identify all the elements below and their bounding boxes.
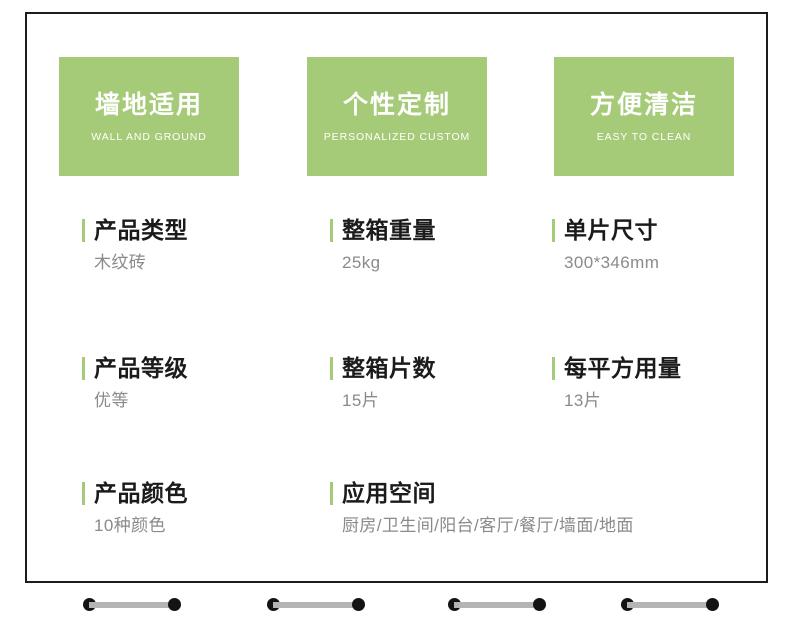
spec-heading: 单片尺寸	[552, 219, 659, 242]
spec-label: 整箱片数	[342, 355, 436, 381]
spec-item-application-space: 应用空间 厨房/卫生间/阳台/客厅/餐厅/墙面/地面	[330, 482, 634, 536]
spec-label: 应用空间	[342, 480, 436, 506]
spec-label: 整箱重量	[342, 217, 436, 243]
accent-bar-icon	[82, 357, 85, 380]
feature-title: 方便清洁	[589, 91, 698, 120]
spec-value: 15片	[342, 391, 380, 410]
dumbbell-bar-icon	[627, 602, 713, 608]
feature-title: 个性定制	[342, 91, 451, 120]
spec-heading: 产品类型	[82, 219, 188, 242]
spec-label: 产品等级	[94, 355, 188, 381]
dumbbell-end-right-icon	[352, 598, 365, 611]
spec-heading: 整箱片数	[330, 357, 436, 380]
spec-heading: 整箱重量	[330, 219, 436, 242]
accent-bar-icon	[552, 219, 555, 242]
dumbbell-end-right-icon	[533, 598, 546, 611]
spec-value: 13片	[564, 391, 602, 410]
dumbbell-ornament-icon	[621, 597, 719, 613]
spec-label: 单片尺寸	[564, 217, 658, 243]
spec-item-product-type: 产品类型 木纹砖	[82, 219, 188, 273]
content-frame: 墙地适用 WALL AND GROUND 个性定制 PERSONALIZED C…	[25, 12, 768, 583]
accent-bar-icon	[552, 357, 555, 380]
spec-item-product-color: 产品颜色 10种颜色	[82, 482, 188, 536]
spec-label: 每平方用量	[564, 355, 682, 381]
spec-heading: 产品颜色	[82, 482, 188, 505]
spec-item-carton-weight: 整箱重量 25kg	[330, 219, 436, 273]
dumbbell-ornament-icon	[83, 597, 181, 613]
spec-item-piece-size: 单片尺寸 300*346mm	[552, 219, 659, 273]
dumbbell-bar-icon	[89, 602, 175, 608]
dumbbell-ornament-icon	[267, 597, 365, 613]
spec-item-usage-per-square-meter: 每平方用量 13片	[552, 357, 682, 411]
spec-heading: 每平方用量	[552, 357, 682, 380]
accent-bar-icon	[82, 482, 85, 505]
feature-subtitle: EASY TO CLEAN	[596, 130, 692, 143]
feature-title: 墙地适用	[94, 91, 203, 120]
spec-label: 产品类型	[94, 217, 188, 243]
spec-heading: 产品等级	[82, 357, 188, 380]
spec-value: 木纹砖	[94, 253, 147, 272]
accent-bar-icon	[330, 482, 333, 505]
accent-bar-icon	[330, 219, 333, 242]
feature-box-personalized-custom: 个性定制 PERSONALIZED CUSTOM	[307, 57, 487, 176]
dumbbell-ornament-icon	[448, 597, 546, 613]
feature-subtitle: WALL AND GROUND	[91, 130, 207, 143]
dumbbell-end-right-icon	[706, 598, 719, 611]
dumbbell-bar-icon	[273, 602, 359, 608]
dumbbell-bar-icon	[454, 602, 540, 608]
accent-bar-icon	[82, 219, 85, 242]
spec-value: 300*346mm	[564, 253, 660, 272]
spec-item-pieces-per-carton: 整箱片数 15片	[330, 357, 436, 411]
spec-value: 10种颜色	[94, 516, 166, 535]
spec-value: 25kg	[342, 253, 381, 272]
spec-label: 产品颜色	[94, 480, 188, 506]
feature-box-easy-to-clean: 方便清洁 EASY TO CLEAN	[554, 57, 734, 176]
dumbbell-end-right-icon	[168, 598, 181, 611]
feature-box-wall-and-ground: 墙地适用 WALL AND GROUND	[59, 57, 239, 176]
spec-value: 优等	[94, 391, 129, 410]
accent-bar-icon	[330, 357, 333, 380]
feature-subtitle: PERSONALIZED CUSTOM	[323, 130, 471, 143]
spec-item-product-grade: 产品等级 优等	[82, 357, 188, 411]
spec-value: 厨房/卫生间/阳台/客厅/餐厅/墙面/地面	[342, 516, 634, 535]
spec-heading: 应用空间	[330, 482, 634, 505]
